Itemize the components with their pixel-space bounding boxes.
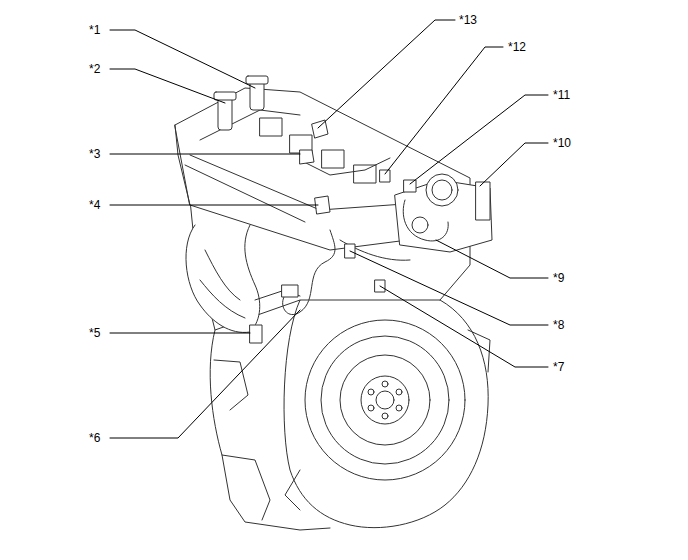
- callout-number: *5: [88, 326, 101, 340]
- callout-number: *2: [88, 62, 101, 76]
- callout-number: *12: [507, 40, 527, 54]
- callout-number: *6: [88, 431, 101, 445]
- callout-number: *9: [552, 271, 565, 285]
- callout-number: *13: [458, 13, 478, 27]
- callout-number: *1: [88, 23, 101, 37]
- callout-number: *4: [88, 198, 101, 212]
- callout-number: *11: [552, 88, 571, 102]
- callout-number: *8: [552, 318, 565, 332]
- callout-number: *7: [552, 360, 565, 374]
- callout-number: *10: [552, 136, 572, 150]
- callout-number: *3: [88, 147, 101, 161]
